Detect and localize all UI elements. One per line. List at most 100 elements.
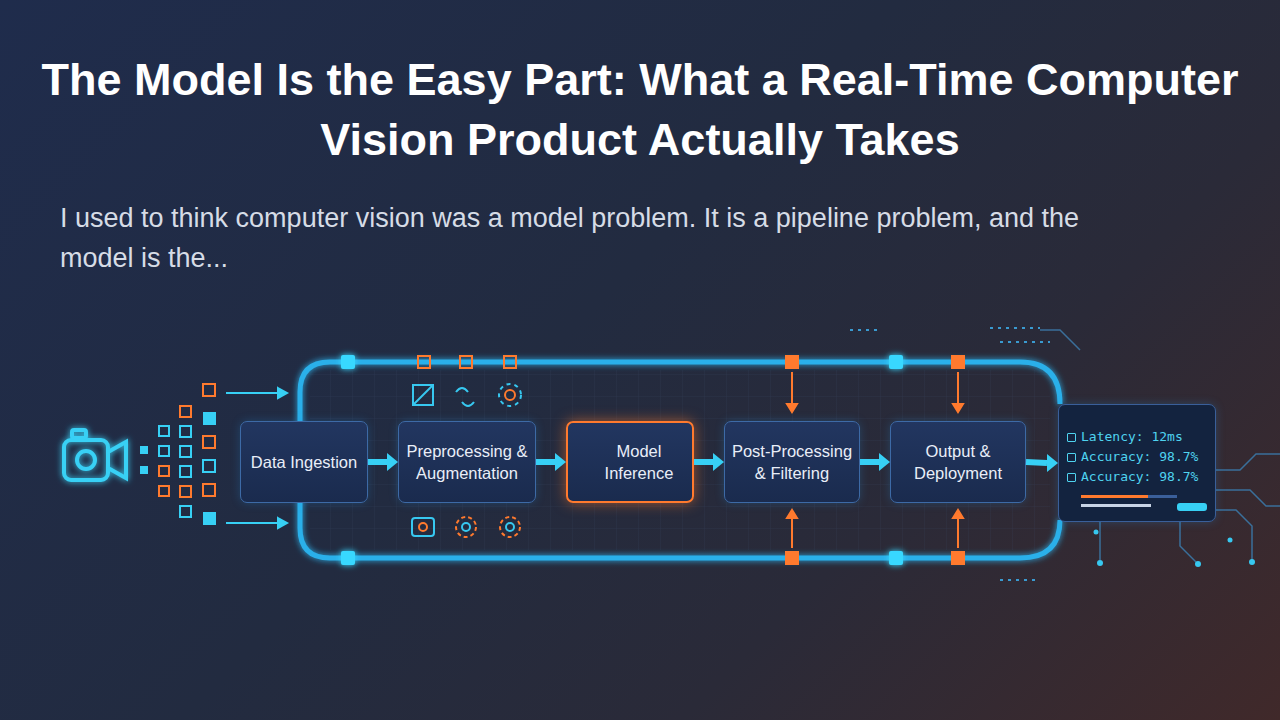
pixel [159,426,169,436]
pixel [180,486,191,497]
camera-body [64,440,108,480]
metric-text: Accuracy: 98.7% [1081,447,1198,467]
progress-bar [1081,504,1151,507]
trace-dot [1195,561,1201,567]
marker [951,355,965,369]
dotted-line [1000,341,1050,343]
process-box: Post-Processing & Filtering [724,421,860,503]
marker [418,356,430,368]
pixel [203,484,215,496]
pixel [180,446,191,457]
video-camera [64,430,126,480]
trace [1099,522,1101,560]
arrow-head [879,453,890,471]
trace-dot [1097,560,1103,566]
junction [341,355,355,369]
metrics-panel: Latency: 12msAccuracy: 98.7%Accuracy: 98… [1058,404,1216,522]
pixel [203,460,215,472]
tap-head [953,404,963,412]
camera-side [108,442,126,478]
metric-text: Accuracy: 98.7% [1081,467,1198,487]
rotate-icon [456,388,474,406]
arrow-shaft [1026,462,1047,463]
gear-icon [505,390,515,400]
track-markers [418,356,516,368]
flow-arrow [536,453,566,471]
trace [1216,490,1280,506]
input-head [278,388,287,398]
trace [1216,510,1252,560]
arrow-shaft [694,459,713,465]
pixel [203,384,215,396]
pixel [180,406,191,417]
arrow-head [387,453,398,471]
node-label: Output & Deployment [895,440,1021,484]
dotted-lines [850,328,1050,580]
arrow-head [713,453,724,471]
gear-icon [456,517,476,537]
crop-icon [413,385,433,405]
tap-head [953,510,963,518]
junction [889,355,903,369]
junction [341,551,355,565]
arrow-head [1047,454,1058,472]
tap-line [957,372,959,408]
diagram-title: The Model Is the Easy Part: What a Real-… [40,50,1240,170]
flow-arrow [694,453,724,471]
input-head [278,518,287,528]
track-junctions [341,355,903,565]
pixel-stream [140,384,216,525]
marker [504,356,516,368]
tap-head [787,404,797,412]
input-line [226,522,280,524]
trace-dots [1094,530,1256,568]
metric-text: Latency: 12ms [1081,427,1183,447]
arrow-shaft [860,459,879,465]
marker [785,551,799,565]
pixel [159,446,169,456]
node-label: Data Ingestion [251,451,357,473]
camera-top [72,430,86,438]
tap-line [791,514,793,548]
camera-icon [412,518,434,536]
node-label: Model Inference [590,440,688,484]
pixel [203,512,216,525]
trace-dot [1094,530,1099,535]
arrow-shaft [536,459,555,465]
dotted-line [850,329,880,331]
gear-icon [500,517,520,537]
gear-icon [462,523,470,531]
circuit-traces [1040,330,1280,562]
highlighted-process-box: Model Inference [566,421,694,503]
pixel [203,412,216,425]
trace [1040,330,1080,350]
camera-icon [419,523,427,531]
trace-dot [1249,559,1255,565]
arrow-shaft [368,459,387,465]
gear-icon [499,384,521,406]
trace [1180,522,1196,562]
crop-icon [413,385,433,405]
camera-lens [77,451,95,469]
tap-line [791,372,793,408]
flow-arrow [1026,454,1058,472]
pixel [140,446,148,454]
process-box: Data Ingestion [240,421,368,503]
tap-line [957,514,959,548]
flow-arrow [860,453,890,471]
tap-head [787,510,797,518]
arrow-head [555,453,566,471]
pixel [203,436,215,448]
process-box: Preprocessing & Augmentation [398,421,536,503]
progress-bar [1081,495,1177,498]
marker [460,356,472,368]
junction [889,551,903,565]
grid-backdrop [310,370,1050,550]
input-line [226,392,280,394]
pixel [140,466,148,474]
pixel [180,506,191,517]
flow-arrow [368,453,398,471]
